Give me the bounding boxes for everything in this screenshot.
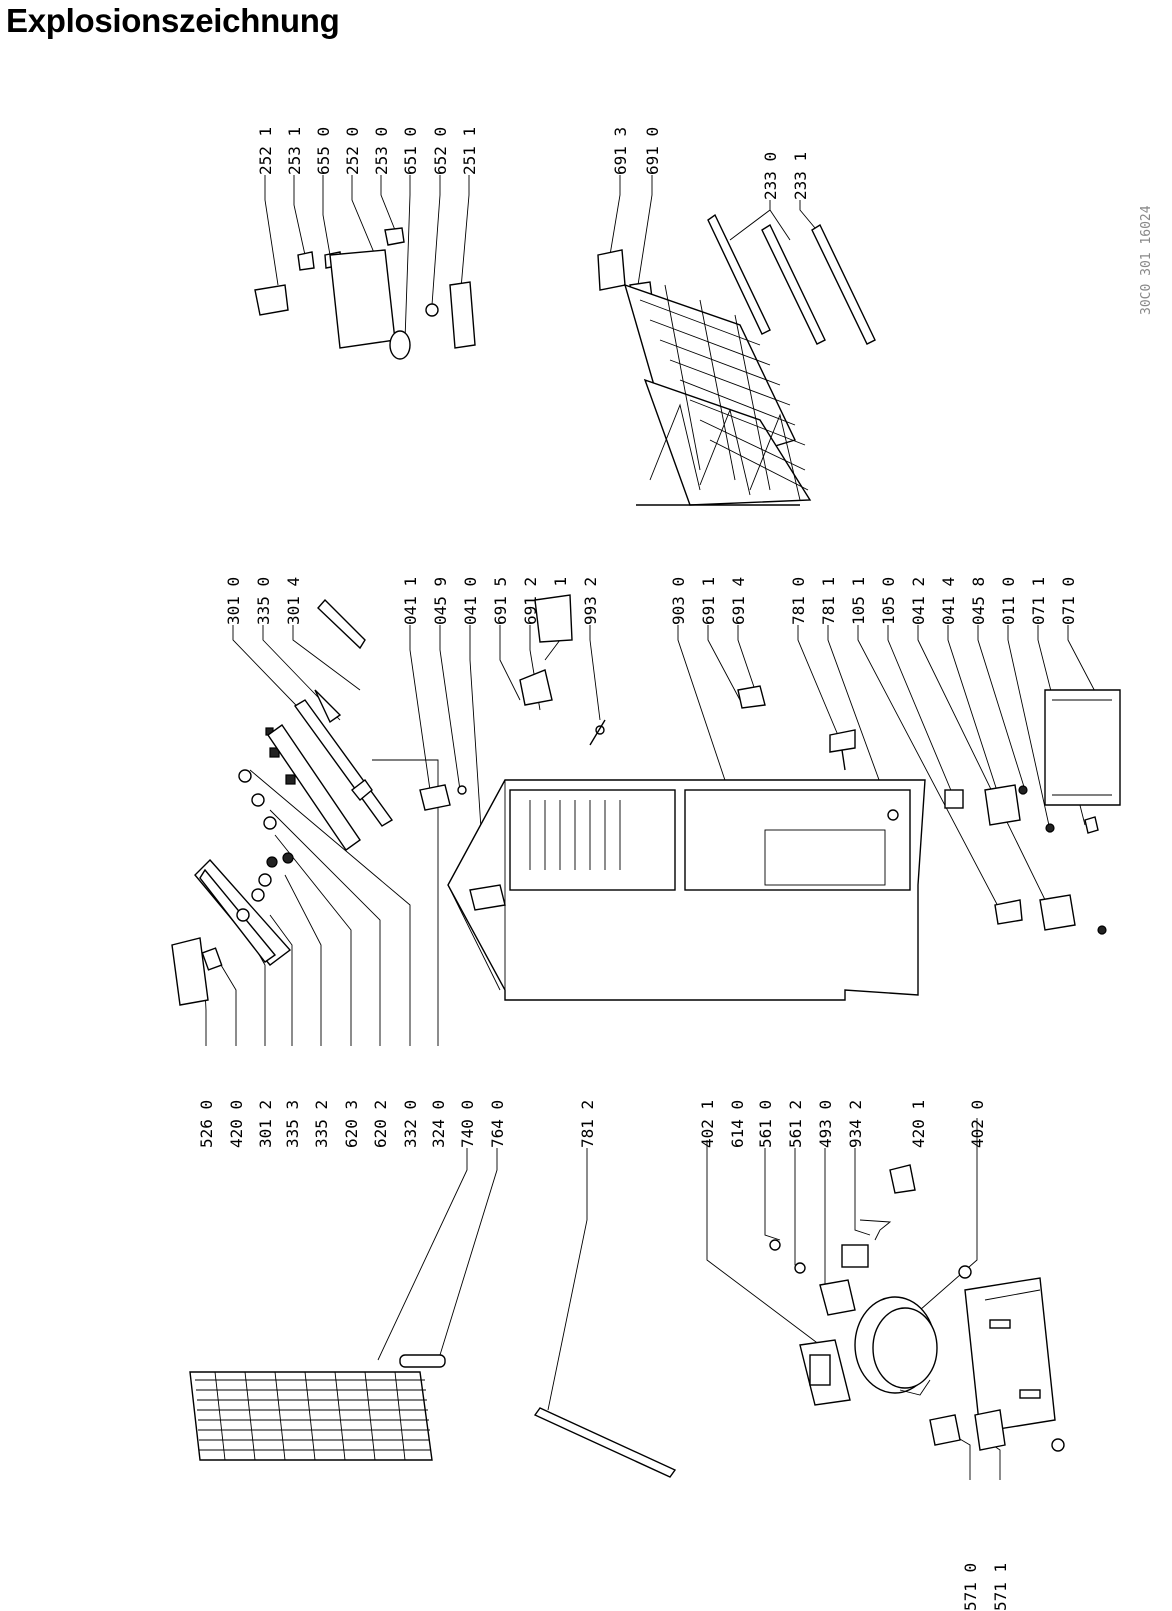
part-number-label: 335 3	[283, 1100, 302, 1148]
part-number-label: 691 0	[643, 127, 662, 175]
part-number-label: 691 4	[729, 577, 748, 625]
part-number-label: 335 2	[312, 1100, 331, 1148]
light-assembly	[254, 227, 476, 360]
refrigerator-cabinet	[419, 779, 926, 1001]
part-number-label: 493 0	[816, 1100, 835, 1148]
part-number-label: 071 1	[1029, 577, 1048, 625]
part-number-label: 781 2	[578, 1100, 597, 1148]
part-number-label: 691 5	[491, 577, 510, 625]
door-bracket-parts	[519, 594, 766, 746]
part-number-label: 571 1	[991, 1563, 1010, 1611]
part-number-labels: 526 0 420 0 301 2 335 3 335 2 620 3 620 2 332 0…	[197, 127, 1078, 1611]
part-number-label: 402 1	[698, 1100, 717, 1148]
part-number-label: 105 1	[849, 577, 868, 625]
part-number-label: 903 0	[669, 577, 688, 625]
part-number-label: 041 2	[909, 577, 928, 625]
part-number-label: 620 3	[342, 1100, 361, 1148]
part-number-label: 691 1	[699, 577, 718, 625]
part-number-label: 614 0	[728, 1100, 747, 1148]
compressor-assembly	[769, 1164, 1065, 1452]
document-number: 30C0 301 16024	[1139, 205, 1154, 315]
leader-lines-top-right	[264, 175, 826, 341]
part-number-label: 253 0	[372, 127, 391, 175]
part-number-label: 045 8	[969, 577, 988, 625]
leader-lines-top-middle	[232, 625, 756, 891]
part-number-label: 251 1	[460, 127, 479, 175]
leader-lines-left	[204, 759, 588, 1411]
part-number-label: 781 0	[789, 577, 808, 625]
part-number-label: 691 2	[521, 577, 540, 625]
condenser-coil	[189, 1354, 446, 1461]
part-number-label: 561 2	[786, 1100, 805, 1148]
part-number-label: 332 0	[401, 1100, 420, 1148]
part-number-label: 420 1	[909, 1100, 928, 1148]
part-number-label: 252 1	[256, 127, 275, 175]
part-number-label: 561 0	[756, 1100, 775, 1148]
part-number-label: 324 0	[429, 1100, 448, 1148]
part-number-label: 301 0	[224, 577, 243, 625]
wire-shelves	[623, 283, 812, 506]
part-number-label: 420 0	[227, 1100, 246, 1148]
part-number-label: 655 0	[314, 127, 333, 175]
part-number-label: 011 0	[999, 577, 1018, 625]
part-number-label: 652 0	[431, 127, 450, 175]
part-number-label: 041 1	[401, 577, 420, 625]
part-number-label: 993 2	[581, 577, 600, 625]
part-number-label: 781 1	[819, 577, 838, 625]
part-number-label: 934 2	[846, 1100, 865, 1148]
part-number-label: 071 0	[1059, 577, 1078, 625]
part-number-label: 301 4	[284, 577, 303, 625]
shelf-rails	[707, 213, 876, 345]
part-number-label: 105 0	[879, 577, 898, 625]
part-number-label: 620 2	[371, 1100, 390, 1148]
part-number-label: 571 0	[961, 1563, 980, 1611]
door-bar	[533, 1407, 677, 1478]
hinge-parts	[829, 689, 1121, 935]
part-number-label: 691 3	[611, 127, 630, 175]
part-number-label: 526 0	[197, 1100, 216, 1148]
part-number-label: 764 0	[488, 1100, 507, 1148]
part-number-label: 045 9	[431, 577, 450, 625]
page-title: Explosionszeichnung	[6, 2, 340, 39]
thermostat-assembly	[171, 598, 394, 1006]
part-number-label: 301 2	[256, 1100, 275, 1148]
part-number-label: 233 1	[791, 152, 810, 200]
part-number-label: 041 4	[939, 577, 958, 625]
part-number-label: 335 0	[254, 577, 273, 625]
part-number-label: 233 0	[761, 152, 780, 200]
part-number-label: 253 1	[285, 127, 304, 175]
part-number-label: 651 0	[401, 127, 420, 175]
part-number-label: 740 0	[458, 1100, 477, 1148]
part-number-label: 041 0	[461, 577, 480, 625]
part-number-label: 252 0	[343, 127, 362, 175]
part-number-label: 402 0	[968, 1100, 987, 1148]
